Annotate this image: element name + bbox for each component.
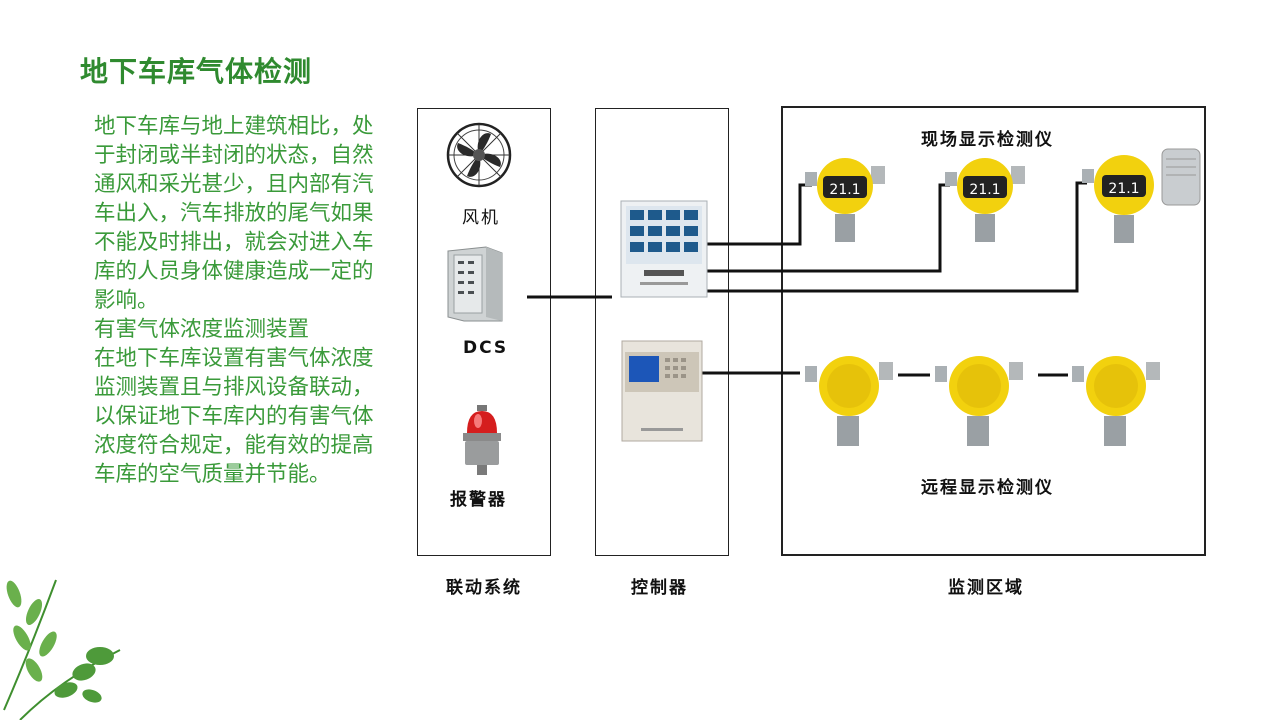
remote-detector-2-icon xyxy=(935,356,1023,446)
onsite-detector-3-reading: 21.1 xyxy=(1108,181,1139,197)
remote-detector-title: 远程显示检测仪 xyxy=(921,478,1054,498)
description-text: 地下车库与地上建筑相比，处于封闭或半封闭的状态，自然通风和采光甚少，且内部有汽车… xyxy=(94,112,394,489)
paragraph-heading: 有害气体浓度监测装置 xyxy=(94,317,310,342)
onsite-detector-2-reading: 21.1 xyxy=(969,182,1000,198)
remote-detector-1-icon xyxy=(805,356,893,446)
monitoring-area-label: 监测区域 xyxy=(948,578,1024,598)
alarm-controller-icon xyxy=(621,340,703,442)
controller-box xyxy=(595,108,729,556)
onsite-detector-2-icon: 21.1 xyxy=(945,158,1025,242)
onsite-detector-1-reading: 21.1 xyxy=(829,182,860,198)
fan-icon xyxy=(446,122,512,188)
dcs-cabinet-icon xyxy=(447,246,503,322)
monitoring-area-box xyxy=(781,106,1206,556)
remote-detector-3-icon xyxy=(1072,356,1160,446)
onsite-detector-1-icon: 21.1 xyxy=(805,158,885,242)
paragraph-intro: 地下车库与地上建筑相比，处于封闭或半封闭的状态，自然通风和采光甚少，且内部有汽车… xyxy=(94,114,374,313)
fan-label: 风机 xyxy=(462,208,500,228)
paragraph-detail: 在地下车库设置有害气体浓度监测装置且与排风设备联动，以保证地下车库内的有害气体浓… xyxy=(94,346,374,487)
controller-panel-icon xyxy=(620,200,708,298)
alarm-icon xyxy=(463,405,501,475)
onsite-detector-3-icon: 21.1 xyxy=(1082,148,1201,243)
onsite-detector-title: 现场显示检测仪 xyxy=(921,130,1054,150)
linkage-system-label: 联动系统 xyxy=(446,578,522,598)
dcs-label: DCS xyxy=(463,338,509,358)
leaf-decoration-icon xyxy=(3,579,121,720)
controller-label: 控制器 xyxy=(631,578,688,598)
page-title: 地下车库气体检测 xyxy=(80,55,313,88)
alarm-label: 报警器 xyxy=(450,490,507,510)
linkage-system-box xyxy=(417,108,551,556)
